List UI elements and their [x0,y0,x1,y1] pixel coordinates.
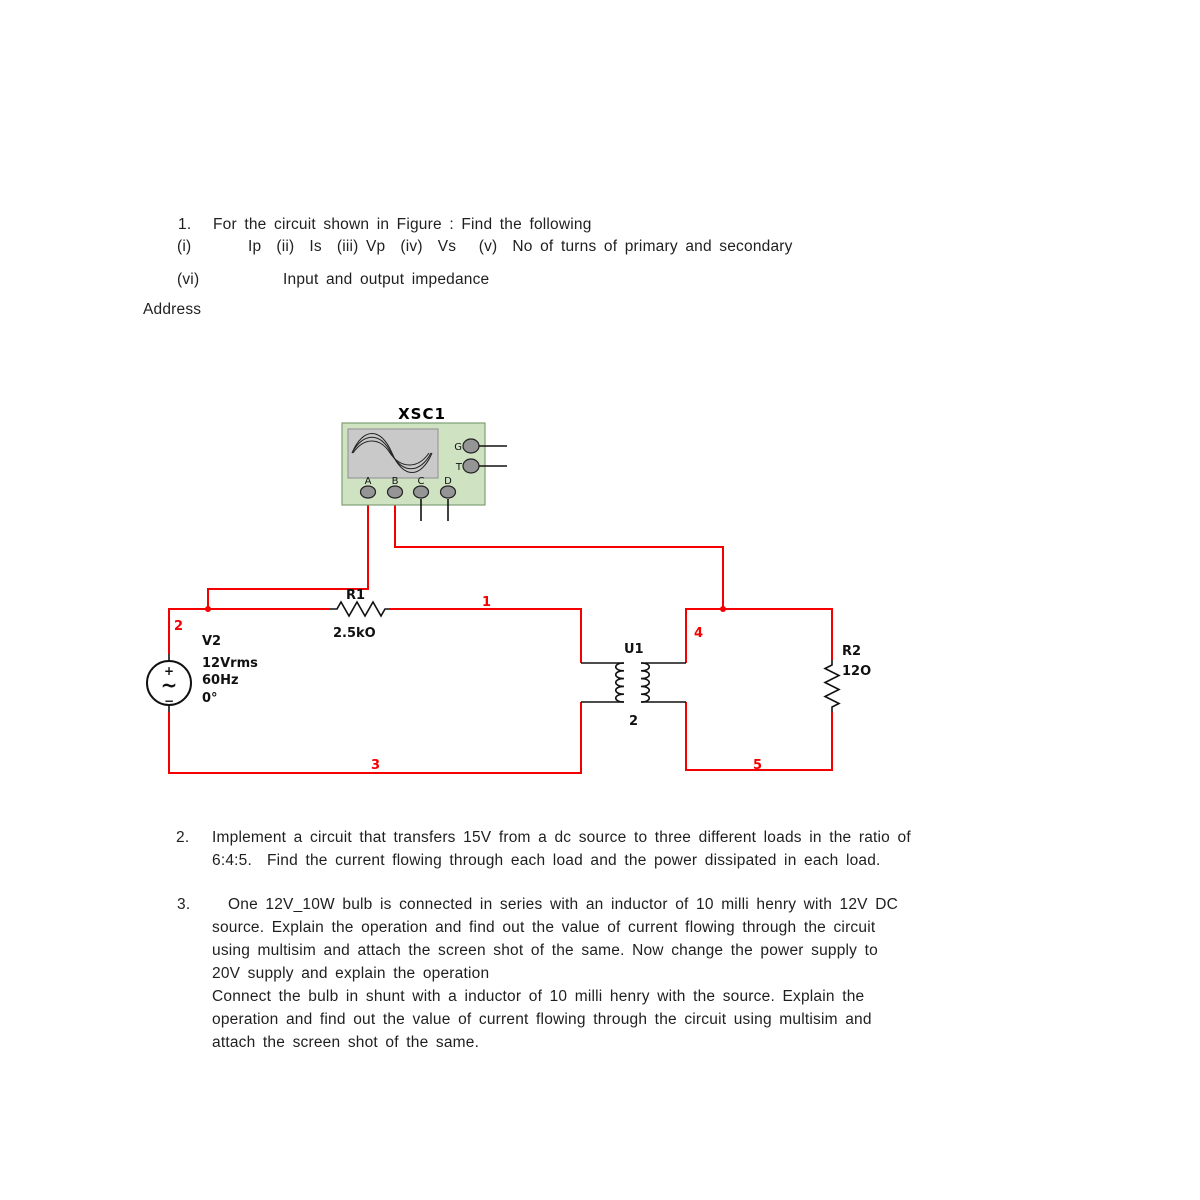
wire-primary-top [168,608,330,654]
oscilloscope-screen [347,428,439,479]
item3-line: One 12V_10W bulb is connected in series … [228,896,899,913]
item1-number: 1. [178,216,192,233]
r2-name: R2 [842,644,861,659]
junction-dot-right [720,606,726,612]
transformer-u1[interactable]: U1 2 [581,642,686,729]
address-label: Address [143,301,202,318]
r1-zigzag [330,600,390,618]
circuit-diagram: XSC1 G T A B C D [146,405,871,774]
terminal-d-label: D [444,476,452,487]
item3-line: 20V supply and explain the operation [212,965,490,982]
wire-r1-to-transformer [390,608,582,663]
node-1-label: 1 [482,595,491,610]
item1-line-i-prefix: (i) [177,238,192,255]
item1-line-vi: Input and output impedance [283,271,490,288]
net-labels: 2 1 3 4 5 [174,595,762,773]
v2-name: V2 [202,634,221,649]
terminal-c-label: C [418,476,425,487]
node-2-label: 2 [174,619,183,634]
u1-name: U1 [624,642,644,657]
terminal-b[interactable] [386,485,404,499]
v2-minus-sign: − [164,694,174,708]
item2-line: Implement a circuit that transfers 15V f… [212,829,911,846]
u1-primary-coil [614,662,625,703]
r2-zigzag [823,660,841,712]
terminal-c[interactable] [412,485,430,499]
node-5-label: 5 [753,758,762,773]
junction-dot-left [205,606,211,612]
item3-line: using multisim and attach the screen sho… [212,942,878,959]
terminal-a-label: A [365,476,372,487]
wire-secondary-bottom [685,702,833,771]
wire-primary-bottom [168,702,582,774]
item3-line: source. Explain the operation and find o… [212,919,876,936]
v2-plus-sign: + [164,664,174,678]
source-v2[interactable]: + ~ − V2 12Vrms 60Hz 0° [146,634,258,712]
node-4-label: 4 [694,626,703,641]
oscilloscope-label: XSC1 [398,405,446,423]
item2-number: 2. [176,829,190,846]
terminal-d[interactable] [439,485,457,499]
resistor-r1[interactable]: R1 2.5kO [330,588,390,641]
item1-line-i: Ip (ii) Is (iii) Vp (iv) Vs (v) No of tu… [248,238,793,255]
v2-ac-sign: ~ [161,673,178,697]
node-3-label: 3 [371,758,380,773]
u1-secondary-coil [640,662,651,703]
item3-line: operation and find out the value of curr… [212,1011,872,1028]
item1-title: For the circuit shown in Figure : Find t… [213,216,592,233]
oscilloscope-waveform [351,433,433,473]
u1-sub-label: 2 [629,714,638,729]
terminal-t-label: T [455,462,463,473]
item3-line: Connect the bulb in shunt with a inducto… [212,988,865,1005]
terminal-g-label: G [454,442,462,453]
terminal-b-label: B [392,476,399,487]
circuit-wires [168,499,833,774]
v2-frequency: 60Hz [202,673,239,688]
item2-line: 6:4:5. Find the current flowing through … [212,852,881,869]
item3-number: 3. [177,896,191,913]
r2-value: 12O [842,664,871,679]
v2-value: 12Vrms [202,656,258,671]
wire-secondary-top [685,608,833,663]
oscilloscope[interactable]: XSC1 G T A B C D [341,405,507,521]
resistor-r2[interactable]: R2 12O [823,644,871,712]
item3-line: attach the screen shot of the same. [212,1034,480,1051]
r1-value: 2.5kO [333,626,376,641]
wire-scope-b [394,499,724,609]
terminal-a[interactable] [359,485,377,499]
r1-name: R1 [346,588,365,603]
terminal-g[interactable] [462,438,480,454]
v2-phase: 0° [202,691,218,706]
wire-scope-a [207,499,369,609]
v2-circle [146,660,192,706]
item1-line-vi-prefix: (vi) [177,271,200,288]
terminal-t[interactable] [462,458,480,474]
